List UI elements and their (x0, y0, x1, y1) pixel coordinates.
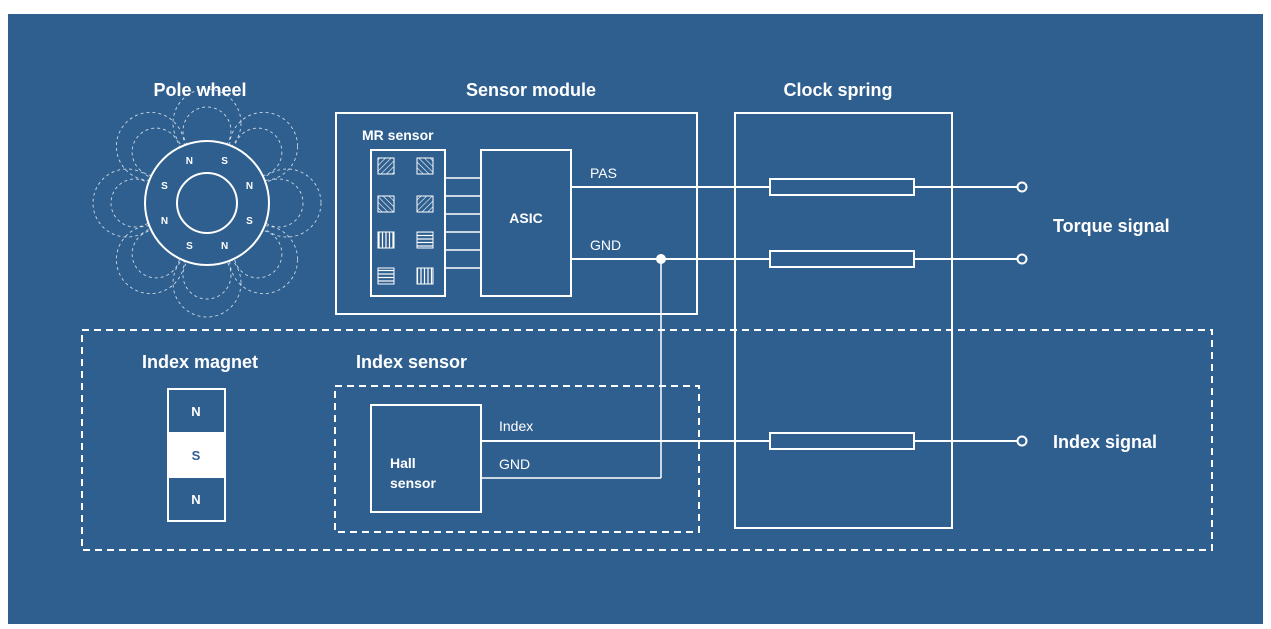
diagram-background (8, 14, 1263, 624)
pas-signal-wire (571, 178, 1028, 196)
index-line-label: Index (499, 418, 533, 434)
mr-sensor-chip (370, 149, 446, 297)
index-signal-wire (481, 432, 1028, 450)
index-magnet-pole-bottom (167, 476, 226, 522)
field-loop-5 (182, 250, 232, 300)
pole-label-2: S (221, 156, 228, 167)
asic-chip (480, 149, 572, 297)
index-terminal (1016, 435, 1028, 447)
clock-spring-box (734, 112, 953, 529)
torque-terminal-1 (1016, 181, 1028, 193)
mr-element-5 (377, 231, 395, 249)
torque-terminal-2 (1016, 253, 1028, 265)
index-signal-label: Index signal (1053, 432, 1157, 452)
index-magnet-label-n-top: N (191, 404, 200, 419)
mr-sensor-label: MR sensor (362, 127, 434, 143)
field-loop-outer-5 (172, 248, 242, 318)
index-magnet-heading: Index magnet (142, 352, 258, 372)
index-magnet: N S N (167, 388, 226, 522)
pas-label: PAS (590, 165, 617, 181)
pole-label-4: S (246, 216, 253, 227)
pole-wheel: N S N S N S N S (92, 88, 322, 318)
field-loop-outer-4 (229, 225, 299, 295)
sensor-gnd-label: GND (590, 237, 621, 253)
asic-label: ASIC (509, 210, 542, 226)
pole-label-3: N (246, 181, 253, 192)
mr-element-4 (416, 195, 434, 213)
sensor-module-box (335, 112, 698, 315)
hall-sensor-label-line1: Hall (390, 455, 416, 471)
mr-element-6 (416, 231, 434, 249)
index-sensor: Hall sensor Index GND (334, 385, 700, 533)
index-magnet-label-n-bottom: N (191, 492, 200, 507)
field-loop-outer-1 (172, 88, 242, 158)
pole-label-7: N (161, 216, 168, 227)
sensor-module-heading: Sensor module (466, 80, 596, 100)
mr-element-1 (377, 157, 395, 175)
torque-signal-label: Torque signal (1053, 216, 1170, 236)
sensor-module: MR sensor ASIC PAS GND (335, 112, 698, 315)
index-sensor-box (334, 385, 700, 533)
index-sensor-heading: Index sensor (356, 352, 467, 372)
mr-element-2 (416, 157, 434, 175)
field-loop-outer-3 (252, 168, 322, 238)
pole-wheel-inner-ring (176, 172, 238, 234)
mr-element-3 (377, 195, 395, 213)
field-loop-outer-2 (229, 111, 299, 181)
hall-gnd-label: GND (499, 456, 530, 472)
mr-element-7 (377, 267, 395, 285)
clock-spring-heading: Clock spring (783, 80, 892, 100)
pole-label-6: S (186, 241, 193, 252)
mr-to-asic-leads (445, 177, 481, 269)
index-magnet-label-s: S (192, 448, 201, 463)
magnetic-field-lines (92, 88, 322, 318)
pole-label-1: N (186, 156, 193, 167)
pole-wheel-pole-labels: N S N S N S N S (161, 156, 253, 252)
pole-wheel-outer-ring (144, 140, 270, 266)
pole-label-8: S (161, 181, 168, 192)
index-region-box (81, 329, 1213, 551)
mr-element-8 (416, 267, 434, 285)
hall-sensor-chip (370, 404, 482, 513)
hall-sensor-label-line2: sensor (390, 475, 436, 491)
pole-wheel-face (146, 142, 268, 264)
pole-label-5: N (221, 241, 228, 252)
